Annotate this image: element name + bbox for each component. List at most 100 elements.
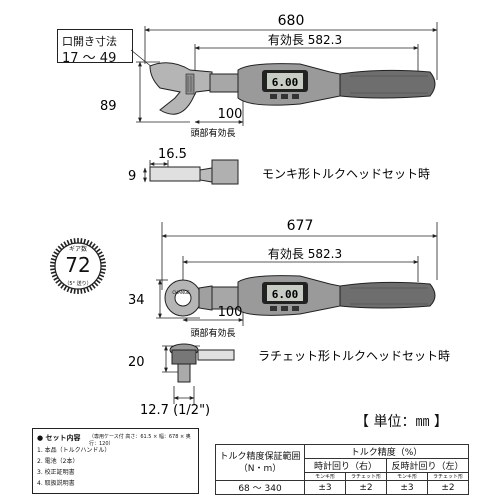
- gear-tooth: [63, 285, 68, 291]
- bottom-handle-body: [211, 275, 436, 316]
- gear-tooth: [51, 254, 58, 258]
- bottom-effective-length: 有効長 582.3: [268, 246, 342, 261]
- bottom-head-effective-label: 頭部有効長: [190, 327, 235, 339]
- set-contents-note: （専用ケース付 高さ：61.5 × 幅：678 × 奥行：120）: [89, 434, 191, 447]
- gear-icon: [50, 238, 106, 294]
- gear-tooth: [88, 241, 93, 247]
- lcd-display-icon: [262, 70, 308, 99]
- bottom-lcd-reading: 6.00: [272, 288, 299, 301]
- gear-tooth: [93, 245, 99, 251]
- set-contents-title: ● セット内容: [37, 434, 81, 442]
- gear-tooth: [86, 239, 90, 246]
- top-head-effective-label: 頭部有効長: [190, 127, 235, 139]
- gear-tooth: [83, 288, 87, 294]
- gear-tooth: [53, 276, 59, 281]
- gear-count-value: 72: [65, 253, 91, 277]
- top-side-view: [143, 159, 239, 185]
- ccw-monkey-header: モンキ形: [386, 472, 428, 481]
- gear-count-note: （5° 送り）: [64, 281, 92, 287]
- set-item-4: 4. 取扱説明書: [37, 480, 75, 487]
- set-contents-box: ● セット内容 （専用ケース付 高さ：61.5 × 幅：678 × 奥行：120…: [32, 428, 199, 494]
- top-effective-length: 有効長 582.3: [268, 32, 342, 47]
- top-overall-length: 680: [278, 13, 305, 29]
- gear-tooth: [63, 241, 68, 247]
- gear-tooth: [100, 271, 106, 275]
- jaw-opening-box: 口開き寸法 17 ～ 49: [57, 29, 133, 66]
- lcd-display-icon-bottom: [262, 282, 308, 311]
- bottom-side-view: [162, 343, 235, 404]
- bottom-dimension-lines: [156, 222, 438, 326]
- gear-tooth: [88, 285, 93, 291]
- gear-tooth: [50, 257, 56, 261]
- set-item-2: 2. 電池（2本）: [37, 458, 79, 465]
- gear-tooth: [57, 245, 63, 251]
- gear-tooth: [98, 274, 105, 278]
- gear-tooth: [50, 271, 56, 275]
- monkey-wrench-head-icon: [149, 62, 213, 115]
- ccw-ratchet-header: ラチェット形: [427, 472, 469, 481]
- ratchet-head-icon: [164, 279, 213, 317]
- gear-tooth: [100, 257, 106, 261]
- range-unit: （N・m）: [238, 463, 282, 474]
- top-side-thickness: 9: [128, 169, 136, 184]
- gear-tooth: [80, 238, 83, 244]
- gear-tooth: [53, 251, 59, 256]
- gear-tooth: [98, 254, 105, 258]
- gear-tooth: [86, 286, 90, 293]
- bottom-head-length: 100: [218, 305, 243, 320]
- gear-tooth: [55, 279, 61, 284]
- gear-tooth: [91, 243, 96, 249]
- gear-tooth: [60, 283, 65, 289]
- gear-tooth: [69, 288, 73, 294]
- gear-count-badge: ギア数 72 （5° 送り）: [48, 236, 108, 296]
- bottom-caption: ラチェット形トルクヘッドセット時: [258, 349, 450, 363]
- gear-tooth: [73, 288, 76, 294]
- top-head-length: 100: [218, 107, 243, 122]
- gear-tooth: [55, 248, 61, 253]
- set-item-3: 3. 校正証明書: [37, 469, 75, 476]
- bottom-side-thickness: 20: [128, 355, 145, 370]
- range-header: トルク精度保証範囲: [219, 451, 301, 462]
- gear-tooth: [73, 238, 76, 244]
- range-value: 68 ～ 340: [215, 480, 305, 495]
- accuracy-header: トルク精度（%）: [304, 444, 469, 459]
- bottom-height: 34: [128, 293, 145, 308]
- gear-tooth: [97, 251, 103, 256]
- gear-count-label: ギア数: [68, 246, 87, 253]
- ratchet-head-marking: CHANGE: [172, 290, 190, 295]
- gear-tooth: [93, 281, 99, 287]
- gear-tooth: [50, 268, 56, 271]
- ccw-monkey-value: ±3: [386, 480, 428, 495]
- jaw-opening-range: 17 ～ 49: [62, 51, 117, 66]
- clockwise-header: 時計回り（右）: [304, 458, 387, 473]
- jaw-opening-title: 口開き寸法: [62, 35, 117, 48]
- cw-ratchet-header: ラチェット形: [345, 472, 387, 481]
- bottom-overall-length: 677: [287, 218, 314, 234]
- gear-tooth: [60, 243, 65, 249]
- gear-tooth: [66, 239, 70, 246]
- gear-tooth: [100, 261, 106, 264]
- gear-tooth: [100, 268, 106, 271]
- gear-tooth: [80, 288, 83, 294]
- unit-label: 【 単位：㎜ 】: [355, 414, 448, 430]
- gear-tooth: [97, 276, 103, 281]
- ccw-ratchet-value: ±2: [427, 480, 469, 495]
- gear-tooth: [50, 261, 56, 264]
- square-drive-size: 12.7 (1/2"): [140, 403, 210, 418]
- gear-tooth: [91, 283, 96, 289]
- counterclockwise-header: 反時計回り（左）: [386, 458, 469, 473]
- cw-ratchet-value: ±2: [345, 480, 387, 495]
- top-handle-body: [209, 63, 436, 106]
- gear-tooth: [83, 238, 87, 244]
- cw-monkey-value: ±3: [304, 480, 346, 495]
- top-dimension-lines: [130, 22, 438, 126]
- top-lcd-reading: 6.00: [272, 76, 299, 89]
- range-header-cell: トルク精度保証範囲 （N・m）: [215, 444, 305, 481]
- set-item-1: 1. 本品（トルクハンドル）: [37, 447, 111, 454]
- top-side-length: 16.5: [158, 147, 187, 162]
- top-caption: モンキ形トルクヘッドセット時: [262, 167, 430, 181]
- torque-spec-table: トルク精度保証範囲 （N・m） トルク精度（%） 時計回り（右） 反時計回り（左…: [215, 444, 469, 495]
- gear-tooth: [95, 279, 101, 284]
- top-height: 89: [100, 99, 117, 114]
